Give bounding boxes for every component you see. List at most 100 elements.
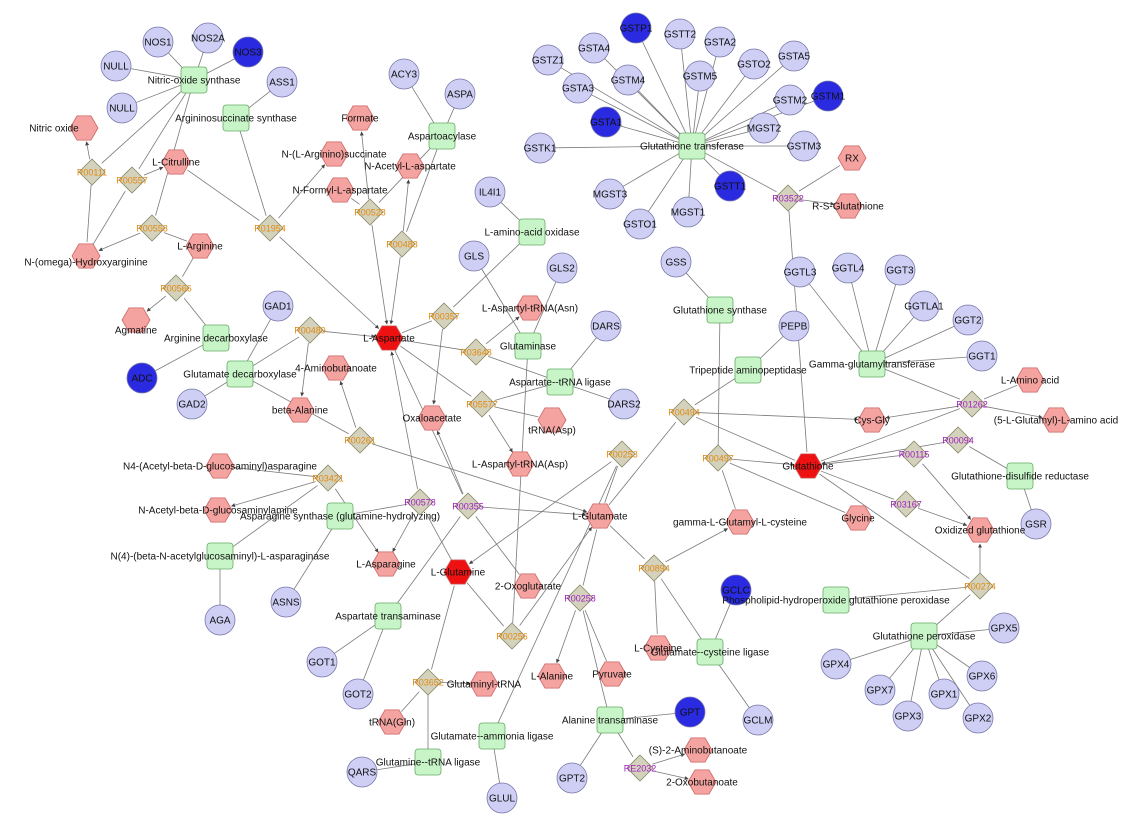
- edge-R00488-LAspartate: [389, 256, 401, 325]
- node-R00566: R00566: [160, 274, 192, 302]
- edge-GSTO2-GST: [699, 75, 746, 136]
- node-PHGPx: Phospholipid-hydroperoxide glutathione p…: [722, 586, 950, 614]
- gene-circle: [388, 58, 420, 90]
- label-R00578: R00578: [404, 498, 436, 508]
- label-R00094: R00094: [942, 436, 974, 446]
- reaction-diamond: [454, 492, 482, 520]
- compound-hexagon: [833, 193, 863, 219]
- edge-GSTM2-GST: [703, 106, 777, 141]
- label-R00488: R00488: [386, 240, 418, 250]
- node-NitricOxide: Nitric oxide: [29, 115, 99, 141]
- label-R00558: R00558: [136, 224, 168, 234]
- edge-GLS-Glutaminase: [481, 268, 522, 336]
- label-tRNAGln: tRNA(Gln): [369, 718, 415, 729]
- node-R00494: R00494: [668, 398, 700, 426]
- label-GSR: GSR: [1025, 520, 1047, 531]
- gene-circle: [966, 340, 998, 372]
- reaction-diamond: [966, 572, 994, 600]
- edge-LCitrulline-R01954: [187, 169, 260, 221]
- gene-circle: [714, 170, 746, 202]
- node-tRNAAsp: tRNA(Asp): [528, 407, 576, 437]
- node-GPX7: GPX7: [864, 674, 896, 706]
- reaction-diamond: [608, 440, 636, 468]
- gene-circle: [590, 310, 622, 342]
- edge-GGTL4-GammaGT: [851, 282, 870, 352]
- node-LAsparagine: L-Asparagine: [356, 551, 416, 577]
- compound-hexagon: [843, 505, 873, 531]
- gene-circle: [612, 64, 644, 96]
- label-GlnTRNALig: Glutamine--tRNA ligase: [376, 758, 481, 769]
- compound-hexagon: [793, 453, 823, 479]
- enzyme-square: [596, 706, 624, 734]
- enzyme-square: [1006, 462, 1034, 490]
- label-MGST1: MGST1: [671, 208, 706, 219]
- label-R00566: R00566: [160, 284, 192, 294]
- edge-LGlutamate-R00494: [608, 421, 677, 506]
- edge-GPX5-GPx: [936, 629, 990, 636]
- reaction-diamond: [640, 554, 668, 582]
- edge-Oxoglutarate2-R00355: [475, 516, 520, 576]
- label-LGlutamine: L-Glutamine: [431, 568, 486, 579]
- edge-GPX4-GPx: [850, 639, 912, 660]
- gene-circle: [532, 44, 564, 76]
- enzyme-square: [546, 368, 574, 396]
- node-GPX1: GPX1: [928, 678, 960, 710]
- node-GGTLA1: GGTLA1: [904, 290, 944, 322]
- gene-circle: [474, 176, 506, 208]
- edge-R00489-BetaAlanine: [300, 342, 309, 397]
- reaction-diamond: [566, 584, 594, 612]
- node-LCysteine: L-Cysteine: [634, 635, 682, 661]
- compound-hexagon: [325, 177, 355, 203]
- node-Oxaloacetate: Oxaloacetate: [403, 405, 462, 431]
- edge-R00578-LAspartate: [390, 351, 418, 490]
- edge-GSTP1-GST: [642, 41, 687, 135]
- label-R00894: R00894: [638, 564, 670, 574]
- reaction-diamond: [468, 390, 496, 418]
- enzyme-square: [858, 350, 886, 378]
- label-R00528: R00528: [354, 208, 386, 218]
- gene-circle: [624, 208, 656, 240]
- edge-ACY3-Aspartoacylase: [411, 86, 436, 126]
- node-ASPA: ASPA: [444, 78, 476, 110]
- edge-LGlutamate-R00258: [582, 529, 598, 586]
- node-GPX2: GPX2: [962, 702, 994, 734]
- node-ASNS: ASNS: [270, 586, 302, 618]
- label-GGTL3: GGTL3: [784, 268, 817, 279]
- gene-circle: [812, 80, 844, 112]
- label-RX: RX: [845, 154, 859, 165]
- compound-hexagon: [203, 497, 233, 523]
- label-TripAmino: Tripeptide aminopeptidase: [689, 366, 807, 377]
- compound-hexagon: [161, 149, 191, 175]
- label-RE2032: RE2032: [624, 764, 657, 774]
- node-Glycine: Glycine: [841, 505, 875, 531]
- compound-hexagon: [377, 709, 407, 735]
- label-NitricOxide: Nitric oxide: [29, 124, 79, 135]
- node-GluCysLig: Glutamate--cysteine ligase: [651, 638, 770, 666]
- node-ASS1: ASS1: [266, 66, 298, 98]
- reaction-diamond: [498, 622, 526, 650]
- edge-R00115-OxGlut: [922, 463, 972, 520]
- node-R00274: R00274: [964, 572, 996, 600]
- node-GLUL: GLUL: [486, 782, 518, 814]
- label-GluAmmLig: Glutamate--ammonia ligase: [431, 732, 554, 743]
- edge-R00528-LAspartate: [371, 224, 389, 325]
- label-N4AcGlcAsn: N4-(Acetyl-beta-D-glucosaminyl)asparagin…: [123, 462, 317, 473]
- edge-LArginine-R00558: [164, 232, 188, 242]
- edge-GSTA5-GST: [701, 65, 784, 138]
- label-GSR_enz: Glutathione-disulfide reductase: [951, 472, 1089, 483]
- reaction-diamond: [900, 440, 928, 468]
- edge-Aspartoacylase-R00488: [406, 148, 438, 232]
- edge-ADC-ArgDecarb: [155, 343, 205, 372]
- label-GLS: GLS: [464, 252, 484, 263]
- node-LArginine: L-Arginine: [177, 233, 223, 259]
- label-AspTRNALig: Aspartate--tRNA ligase: [509, 378, 611, 389]
- node-LAspTRNAAsp: L-Aspartyl-tRNA(Asp): [472, 451, 568, 477]
- label-MGST2: MGST2: [747, 124, 782, 135]
- edge-R00357-Oxaloacetate: [432, 328, 443, 405]
- node-LAspartate: L-Aspartate: [363, 325, 415, 351]
- label-DARS: DARS: [592, 322, 620, 333]
- label-GOT2: GOT2: [344, 690, 372, 701]
- compound-hexagon: [71, 243, 101, 269]
- gene-circle: [966, 660, 998, 692]
